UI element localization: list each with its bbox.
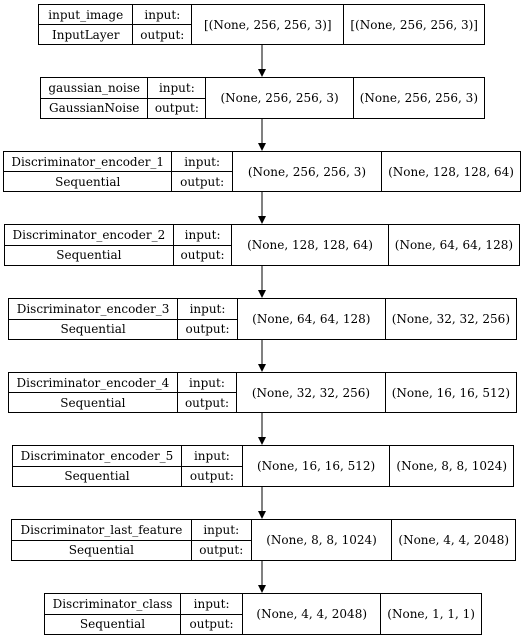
input-shape: (None, 8, 8, 1024) (252, 520, 393, 560)
io-label-column: input: output: (173, 225, 233, 265)
output-shape: (None, 8, 8, 1024) (396, 459, 508, 473)
io-label-column: input: output: (181, 446, 243, 486)
layer-name: Discriminator_encoder_1 (4, 152, 172, 172)
layer-node-discriminator-encoder-3: Discriminator_encoder_3 Sequential input… (8, 298, 517, 340)
layer-title-column: input_image InputLayer (39, 5, 134, 44)
io-label-column: input: output: (133, 5, 193, 44)
input-shape: (None, 256, 256, 3) (206, 78, 354, 118)
layer-title-column: gaussian_noise GaussianNoise (41, 78, 149, 118)
layer-type: Sequential (79, 617, 146, 632)
io-label-column: input: output: (181, 594, 244, 634)
input-shape: (None, 4, 4, 2048) (243, 594, 382, 634)
output-label: output: (189, 469, 234, 484)
layer-type: Sequential (60, 395, 126, 410)
input-shape: (None, 128, 128, 64) (232, 225, 389, 265)
output-shape: (None, 4, 4, 2048) (398, 533, 510, 547)
layer-node-discriminator-encoder-2: Discriminator_encoder_2 Sequential input… (4, 224, 520, 266)
layer-title-column: Discriminator_class Sequential (45, 594, 182, 634)
layer-node-discriminator-class: Discriminator_class Sequential input: ou… (44, 593, 482, 635)
output-shape: (None, 1, 1, 1) (387, 607, 475, 621)
input-label: input: (181, 446, 242, 467)
layer-title-column: Discriminator_encoder_1 Sequential (4, 152, 173, 191)
input-shape: (None, 32, 32, 256) (237, 373, 386, 412)
io-label-column: input: output: (191, 520, 252, 560)
io-label-column: input: output: (177, 373, 238, 412)
layer-node-gaussian-noise: gaussian_noise GaussianNoise input: outp… (40, 77, 485, 119)
output-shape: [(None, 256, 256, 3)] (350, 17, 478, 32)
layer-type: Sequential (64, 469, 130, 484)
input-shape: (None, 64, 64, 128) (238, 299, 386, 339)
output-shape: (None, 256, 256, 3) (359, 91, 478, 105)
output-label: output: (140, 27, 185, 42)
layer-title-column: Discriminator_encoder_3 Sequential (9, 299, 179, 339)
layer-type: Sequential (55, 174, 121, 189)
input-label: input: (172, 152, 232, 172)
layer-node-discriminator-encoder-1: Discriminator_encoder_1 Sequential input… (3, 151, 521, 192)
layer-node-discriminator-encoder-5: Discriminator_encoder_5 Sequential input… (12, 445, 514, 487)
input-shape: (None, 16, 16, 512) (243, 446, 391, 486)
input-label: input: (178, 299, 237, 320)
output-shape: (None, 16, 16, 512) (391, 385, 510, 400)
io-label-column: input: output: (172, 152, 233, 191)
input-label: input: (181, 594, 243, 615)
layer-type: GaussianNoise (49, 101, 140, 116)
output-shape: (None, 128, 128, 64) (388, 164, 514, 179)
layer-title-column: Discriminator_encoder_4 Sequential (9, 373, 178, 412)
layer-node-discriminator-encoder-4: Discriminator_encoder_4 Sequential input… (8, 372, 517, 413)
layer-title-column: Discriminator_encoder_5 Sequential (13, 446, 182, 486)
layer-type: Sequential (68, 543, 134, 558)
input-label: input: (173, 225, 232, 246)
input-label: input: (133, 5, 192, 25)
output-shape: (None, 64, 64, 128) (394, 238, 514, 252)
input-shape: [(None, 256, 256, 3)] (192, 5, 345, 44)
layer-name: gaussian_noise (41, 78, 148, 99)
io-label-column: input: output: (148, 78, 207, 118)
input-label: input: (148, 78, 206, 99)
layer-name: Discriminator_class (45, 594, 181, 615)
output-label: output: (185, 322, 230, 337)
input-shape: (None, 256, 256, 3) (233, 152, 383, 191)
layer-title-column: Discriminator_last_feature Sequential (12, 520, 192, 560)
output-shape: (None, 32, 32, 256) (391, 312, 510, 326)
layer-type: Sequential (60, 322, 126, 337)
input-label: input: (191, 520, 251, 541)
layer-node-discriminator-last-feature: Discriminator_last_feature Sequential in… (11, 519, 516, 561)
output-label: output: (154, 101, 199, 116)
layer-name: Discriminator_encoder_4 (9, 373, 177, 393)
layer-title-column: Discriminator_encoder_2 Sequential (5, 225, 174, 265)
output-label: output: (180, 174, 225, 189)
input-label: input: (177, 373, 237, 393)
layer-name: Discriminator_encoder_5 (13, 446, 181, 467)
layer-name: Discriminator_last_feature (12, 520, 191, 541)
output-label: output: (180, 248, 225, 263)
output-label: output: (199, 543, 244, 558)
layer-name: input_image (39, 5, 133, 25)
output-label: output: (189, 617, 234, 632)
layer-type: InputLayer (52, 27, 120, 42)
layer-type: Sequential (56, 248, 122, 263)
layer-name: Discriminator_encoder_3 (9, 299, 178, 320)
io-label-column: input: output: (178, 299, 238, 339)
layer-node-input-image: input_image InputLayer input: output: [(… (38, 4, 485, 45)
output-label: output: (184, 395, 229, 410)
layer-name: Discriminator_encoder_2 (5, 225, 173, 246)
